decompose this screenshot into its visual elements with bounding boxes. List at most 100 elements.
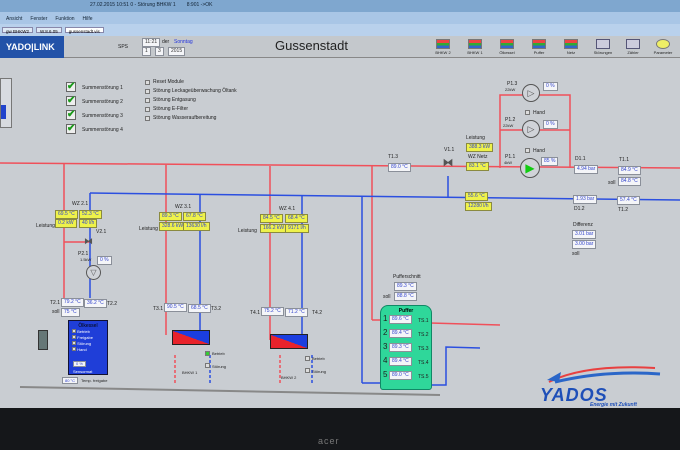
sensor-id: TS.1 — [418, 318, 429, 324]
t41-label: T4.1 — [250, 310, 261, 316]
fault-checkbox[interactable] — [145, 89, 150, 94]
title-bar: 27.02.2015 10:51 0 - Störung BHKW 1 8:90… — [0, 0, 680, 12]
tab-w86[interactable]: W.8.6.05 — [36, 27, 62, 34]
alarm-checkbox-2[interactable]: ✔ — [66, 95, 76, 106]
net-return-temp: 55.6 °C — [465, 192, 488, 201]
tab-bhkw2[interactable]: gw BHKW2 — [2, 27, 34, 34]
boiler-soll-value: 75 °C — [61, 308, 80, 317]
diff-value: 3.01 bar — [572, 230, 597, 239]
t22-label: T2.2 — [107, 301, 118, 307]
buffer-title: Puffer — [398, 308, 414, 314]
t13-value: 89.0 °C — [388, 163, 411, 172]
day-field: 1 — [142, 47, 151, 56]
t22-value: 36.2 °C — [84, 299, 107, 308]
t21-value: 79.2 °C — [61, 298, 84, 307]
yados-arrows-logo — [547, 366, 661, 384]
sensor-number: 2 — [383, 328, 388, 337]
fault-checkbox[interactable] — [145, 107, 150, 112]
toolbar-puffer-button[interactable]: Puffer — [524, 37, 554, 57]
toolbar-bhkw1-button[interactable]: BHKW 1 — [460, 37, 490, 57]
leistung-label: Leistung — [36, 223, 55, 229]
buffer-avg-value: 89.3 °C — [394, 282, 417, 291]
v11-label: V1.1 — [444, 147, 455, 153]
wz31-flow: 13630 l/h — [183, 222, 210, 231]
hand-checkbox-p13[interactable] — [525, 110, 530, 115]
menu-fenster[interactable]: Fenster — [30, 16, 48, 22]
p11-value: 85 % — [541, 157, 559, 166]
hand-checkbox-p12[interactable] — [525, 148, 530, 153]
buffer-avg-label: Pufferschnitt — [393, 274, 421, 280]
stoerung-label: Störung — [212, 364, 227, 369]
wz-netz-temp: 83.1 °C — [466, 162, 489, 171]
temp-release-label: Temp. freigabe — [81, 378, 108, 383]
wz41-flow: 9171 l/h — [285, 224, 309, 233]
pump-p13-icon[interactable]: ▷ — [522, 84, 540, 102]
p21-power: 1.5kW — [80, 257, 92, 262]
sensor-id: TS.2 — [418, 332, 429, 338]
alarm-label-2: Summenstörung 2 — [82, 99, 123, 105]
sensor-id: TS.4 — [418, 360, 429, 366]
wz-netz-label: WZ Netz — [468, 154, 488, 160]
t32-label: T3.2 — [211, 306, 222, 312]
yadolink-logo: YADO|LINK — [0, 36, 64, 58]
toolbar-zaehler-button[interactable]: Zähler — [618, 37, 648, 57]
toolbar-oelkessel-button[interactable]: Ölkessel — [492, 37, 522, 57]
weekday: Sonntag — [174, 39, 193, 45]
wz21-supply-temp: 69.5 °C — [55, 210, 78, 219]
wz41-power: 166.2 kW — [260, 224, 288, 233]
boiler-status-freigabe: Freigabe — [72, 335, 107, 341]
month-field: 3 — [155, 47, 164, 56]
menu-hilfe[interactable]: Hilfe — [82, 16, 93, 22]
fault-checkbox[interactable] — [145, 116, 150, 121]
leistung-label: Leistung — [466, 135, 485, 141]
sensor-id: TS.5 — [418, 374, 429, 380]
toolbar-stoerungen-button[interactable]: Störungen — [588, 37, 618, 57]
soll-label: soll — [572, 251, 580, 257]
sensor-number: 4 — [383, 356, 388, 365]
menu-ansicht[interactable]: Ansicht — [6, 16, 23, 22]
fault-label: Störung Entgasung — [153, 97, 196, 103]
t11-label: T1.1 — [619, 157, 630, 163]
fault-label: Störung Wasseraufbereitung — [153, 115, 217, 121]
oil-boiler[interactable]: Ölkessel Betrieb Freigabe Störung Hand 0… — [68, 320, 108, 375]
bhkw2-stoerung-indicator — [305, 368, 310, 373]
tab-gussenstadt[interactable]: gussenstadt.vis — [64, 27, 104, 34]
alarm-label-4: Summenstörung 4 — [82, 127, 123, 133]
bhkw2-heat-exchanger-icon[interactable] — [270, 334, 308, 349]
soll-label: soll — [52, 309, 60, 315]
window-status: 8:901 ->OK — [186, 2, 213, 8]
p13-label: P1.3 — [507, 81, 518, 87]
toolbar-netz-button[interactable]: Netz — [556, 37, 586, 57]
net-flow: 12280 l/h — [465, 202, 492, 211]
valve-v21-icon[interactable]: ⧓ — [84, 236, 93, 246]
pump-p12-icon[interactable]: ▷ — [522, 120, 540, 138]
alarm-checkbox-4[interactable]: ✔ — [66, 123, 76, 134]
alarm-checkbox-3[interactable]: ✔ — [66, 109, 76, 120]
t21-label: T2.1 — [50, 300, 61, 306]
menu-funktion[interactable]: Funktion — [55, 16, 75, 22]
button-label: Netz — [566, 50, 576, 55]
alarm-checkbox-1[interactable]: ✔ — [66, 81, 76, 92]
toolbar-parameter-button[interactable]: Parameter — [648, 37, 678, 57]
document-tabs: gw BHKW2 W.8.6.05 gussenstadt.vis — [0, 24, 680, 36]
sensor-number: 1 — [383, 314, 388, 323]
pump-p21-icon[interactable]: ▽ — [86, 265, 101, 280]
p12-power: 22kW — [503, 123, 514, 128]
button-label: BHKW 1 — [467, 50, 483, 55]
fault-checkbox[interactable] — [145, 98, 150, 103]
toolbar-bhkw2-button[interactable]: BHKW 2 — [428, 37, 458, 57]
betrieb-label: Betrieb — [212, 351, 225, 356]
t12-label: T1.2 — [618, 207, 629, 213]
button-label: Parameter — [653, 50, 673, 55]
gear-icon — [656, 39, 670, 49]
sensor-value: 89.4 °C — [389, 329, 412, 338]
d12-label: D1.2 — [574, 206, 585, 212]
betrieb-label: Betrieb — [312, 356, 325, 361]
button-label: Zähler — [627, 50, 639, 55]
fault-checkbox[interactable] — [145, 80, 150, 85]
sensor-value: 89.0 °C — [389, 371, 412, 380]
valve-v11-icon[interactable]: ⧓ — [442, 157, 454, 169]
sensor-number: 5 — [383, 370, 388, 379]
bhkw1-heat-exchanger-icon[interactable] — [172, 330, 210, 345]
pump-p11-running-icon[interactable]: ▶ — [520, 158, 540, 178]
